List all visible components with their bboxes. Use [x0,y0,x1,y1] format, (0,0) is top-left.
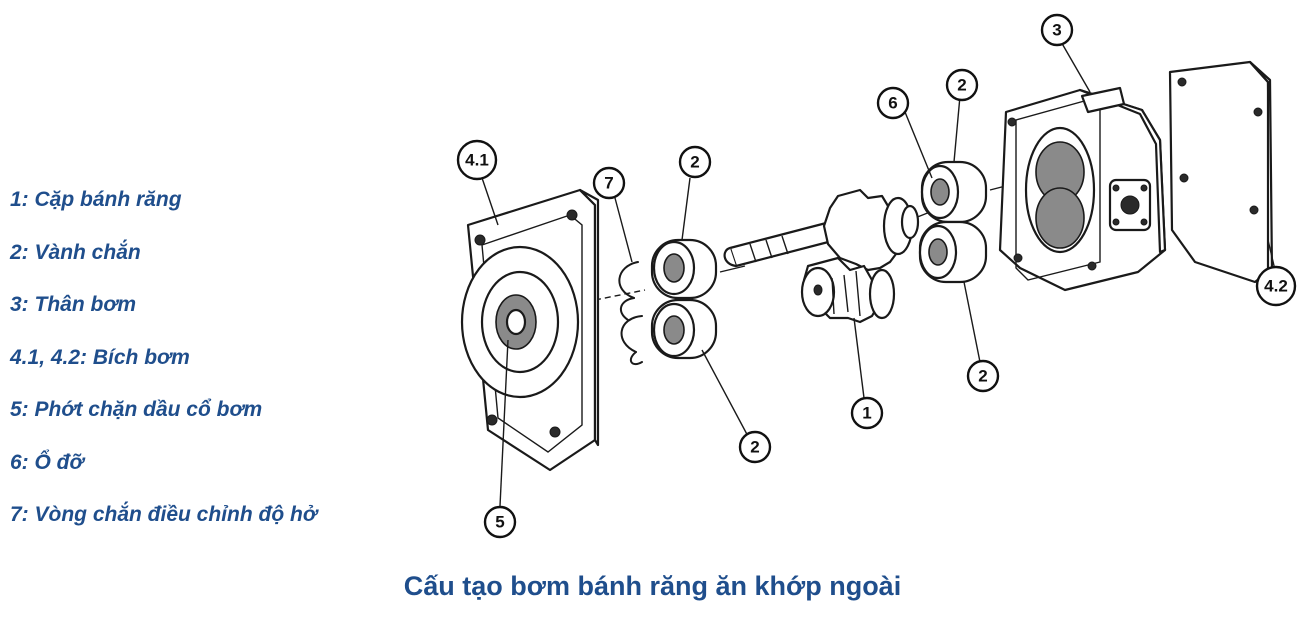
legend-item-pump-flanges: 4.1, 4.2: Bích bơm [10,345,190,369]
legend-item-oil-seal: 5: Phớt chặn dầu cổ bơm [10,398,263,421]
callout-1-label: 1 [862,404,871,423]
legend-item-clearance-ring: 7: Vòng chắn điều chỉnh độ hở [10,503,317,526]
legend-list: 1: Cặp bánh răng 2: Vành chắn 3: Thân bơ… [10,182,317,550]
legend-item-retaining-ring: 2: Vành chắn [10,240,141,264]
callout-5-label: 5 [495,513,504,532]
retaining-ring-right [918,220,988,284]
callout-2-top-left: 2 [678,145,712,179]
callout-2-bottom-left: 2 [738,430,772,464]
legend-item-bearing: 6: Ổ đỡ [10,450,84,474]
callout-6-label: 6 [888,94,897,113]
callout-4-1-label: 4.1 [465,151,489,170]
callout-4-2: 4.2 [1255,265,1297,307]
retaining-ring-left [650,238,718,360]
callout-3: 3 [1040,13,1074,47]
callout-2-bottom-right: 2 [966,359,1000,393]
exploded-pump-diagram: 1 2 2 2 2 3 4.1 4.2 5 6 7 [456,13,1297,539]
callout-2b-label: 2 [750,438,759,457]
front-flange-4-1 [460,188,600,472]
diagram-caption: Cấu tạo bơm bánh răng ăn khớp ngoài [403,571,902,601]
callout-2-top-right: 2 [945,68,979,102]
leader-lines [479,39,1276,507]
gear-pair-1 [723,188,920,324]
callout-7-label: 7 [604,174,613,193]
clearance-ring-7 [618,261,643,366]
legend-item-gear-pair: 1: Cặp bánh răng [10,188,182,211]
exploded-diagram-container: 1 2 2 2 2 3 4.1 4.2 5 6 7 [420,0,1305,560]
bearing-6 [920,160,988,224]
callout-2a-label: 2 [690,153,699,172]
callout-7: 7 [592,166,626,200]
callout-4-2-label: 4.2 [1264,277,1288,296]
rear-flange-4-2 [1168,60,1274,284]
legend-item-pump-body: 3: Thân bơm [10,293,137,316]
callout-4-1: 4.1 [456,139,498,181]
pump-body-3 [998,86,1167,292]
callout-2c-label: 2 [957,76,966,95]
callout-6: 6 [876,86,910,120]
callout-3-label: 3 [1052,21,1061,40]
callout-2d-label: 2 [978,367,987,386]
callout-5: 5 [483,505,517,539]
callout-1: 1 [850,396,884,430]
